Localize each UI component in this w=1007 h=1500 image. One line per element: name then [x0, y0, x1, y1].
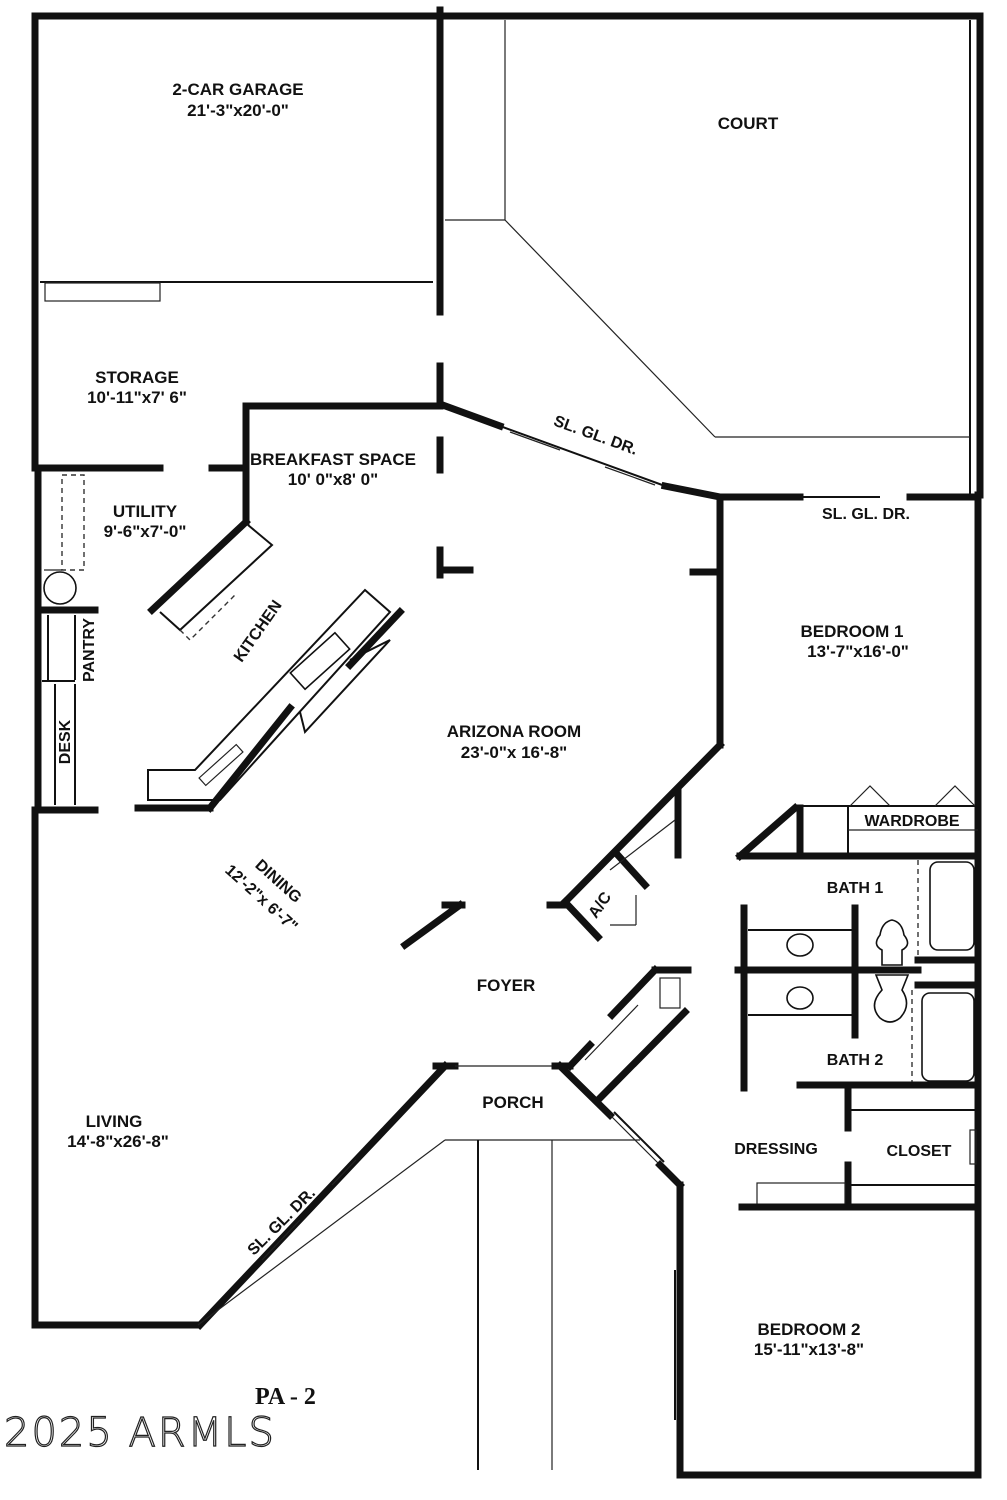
door-labels: SL. GL. DR. SL. GL. DR. SL. GL. DR.: [245, 413, 910, 1259]
foyer-walls: [195, 900, 692, 1330]
storage-size: 10'-11"x7' 6": [87, 388, 187, 407]
kitchen-fixtures: [134, 517, 405, 813]
pantry-label: PANTRY: [81, 618, 98, 682]
bedroom1-size: 13'-7"x16'-0": [807, 642, 909, 661]
living-size: 14'-8"x26'-8": [67, 1132, 169, 1151]
garage-walls: [40, 6, 444, 474]
bedroom1-label: BEDROOM 1: [801, 622, 904, 641]
breakfast-size: 10' 0"x8' 0": [288, 470, 378, 489]
garage-label: 2-CAR GARAGE: [172, 80, 303, 99]
ac-label: A/C: [585, 889, 615, 922]
foyer-label: FOYER: [477, 976, 536, 995]
walkway: [197, 1139, 676, 1470]
bath1-label: BATH 1: [827, 880, 884, 897]
plan-id: PA - 2: [255, 1384, 316, 1410]
sliding-glass-door-label-bedroom1: SL. GL. DR.: [822, 506, 910, 523]
bedroom2-label: BEDROOM 2: [758, 1320, 861, 1339]
room-labels: 2-CAR GARAGE 21'-3"x20'-0" COURT STORAGE…: [57, 80, 960, 1359]
porch-label: PORCH: [482, 1093, 543, 1112]
closet-label: CLOSET: [887, 1143, 952, 1160]
kitchen-label: KITCHEN: [231, 597, 286, 665]
bedroom2-size: 15'-11"x13'-8": [754, 1340, 864, 1359]
garage-size: 21'-3"x20'-0": [187, 101, 289, 120]
bath-wing: [734, 785, 982, 1092]
court-label: COURT: [718, 114, 779, 133]
storage-breakfast-walls: [34, 399, 725, 526]
utility-walls: [34, 474, 99, 814]
utility-size: 9'-6"x7'-0": [104, 522, 187, 541]
arizona-room-label: ARIZONA ROOM: [447, 722, 581, 741]
wardrobe-label: WARDROBE: [864, 813, 959, 830]
living-label: LIVING: [86, 1112, 143, 1131]
storage-label: STORAGE: [95, 368, 179, 387]
utility-label: UTILITY: [113, 502, 178, 521]
desk-label: DESK: [57, 719, 74, 764]
closet-walls: [738, 1086, 982, 1211]
sliding-glass-door-label-living: SL. GL. DR.: [245, 1185, 319, 1259]
exterior-walls: [31, 12, 984, 1479]
arizona-room-size: 23'-0"x 16'-8": [461, 743, 567, 762]
breakfast-label: BREAKFAST SPACE: [250, 450, 416, 469]
sliding-glass-door-label-arizona: SL. GL. DR.: [551, 413, 640, 459]
dressing-label: DRESSING: [734, 1141, 818, 1158]
watermark: 2025 ARMLS: [4, 1410, 276, 1456]
bedroom1-walls: [436, 493, 982, 942]
bath2-label: BATH 2: [827, 1052, 884, 1069]
court-lines: [445, 20, 970, 438]
